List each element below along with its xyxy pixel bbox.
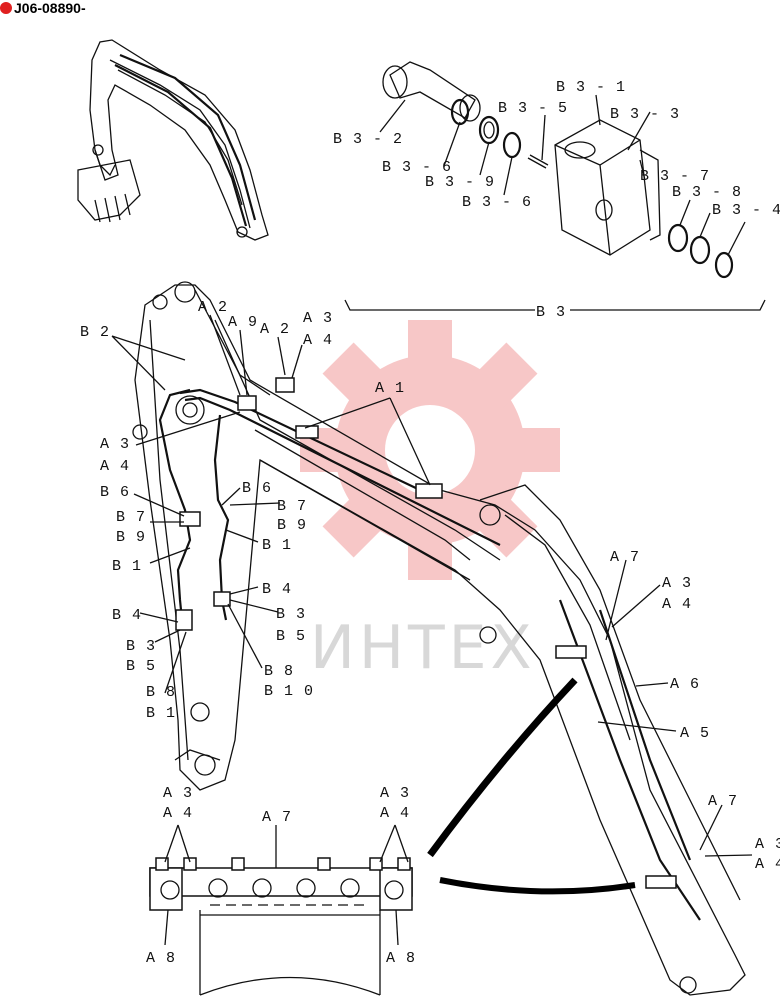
diagram-code-text: J06-08890- <box>14 0 86 16</box>
label-a5: A 5 <box>680 725 710 742</box>
label-b1b: B 1 <box>262 537 292 554</box>
arm-boom <box>132 281 746 996</box>
watermark-gear-icon <box>300 320 560 580</box>
label-b10a: B 1 <box>146 705 176 722</box>
label-a8b: A 8 <box>386 950 416 967</box>
leader-lines <box>111 94 753 946</box>
label-b7a: B 7 <box>116 509 146 526</box>
excavator-overview <box>77 39 269 241</box>
label-a7b: A 7 <box>708 793 738 810</box>
label-b3-6b: B 3 - 6 <box>462 194 532 211</box>
red-seal-icon <box>0 2 12 14</box>
label-a4c: A 4 <box>662 596 692 613</box>
swivel-joint-assembly <box>382 61 734 279</box>
diagram-code: J06-08890- <box>0 0 86 16</box>
label-b3a: B 3 <box>126 638 156 655</box>
clamp-detail <box>149 857 413 996</box>
label-b3-6a: B 3 - 6 <box>382 159 452 176</box>
label-b10b: B 1 0 <box>264 683 314 700</box>
label-b5b: B 5 <box>276 628 306 645</box>
label-a3e: A 3 <box>163 785 193 802</box>
label-b3-9: B 3 - 9 <box>425 174 495 191</box>
label-b9b: B 9 <box>277 517 307 534</box>
label-b3: B 3 <box>536 304 566 321</box>
label-a6: A 6 <box>670 676 700 693</box>
label-b1a: B 1 <box>112 558 142 575</box>
label-a3b: A 3 <box>100 436 130 453</box>
label-a8a: A 8 <box>146 950 176 967</box>
label-b3-2: B 3 - 2 <box>333 131 403 148</box>
detail-pointer <box>427 677 578 858</box>
label-a2a: A 2 <box>198 299 228 316</box>
label-b3-1: B 3 - 1 <box>556 79 626 96</box>
label-b5a: B 5 <box>126 658 156 675</box>
label-a4e: A 4 <box>163 805 193 822</box>
label-a4d: A 4 <box>755 856 780 873</box>
label-a4a: A 4 <box>303 332 333 349</box>
label-b6a: B 6 <box>100 484 130 501</box>
hydraulic-hoses <box>158 377 701 921</box>
label-a7c: A 7 <box>262 809 292 826</box>
label-b4a: B 4 <box>112 607 142 624</box>
label-b2: B 2 <box>80 324 110 341</box>
detail-pointer <box>439 877 636 895</box>
watermark-text: ИНТЕХ <box>310 613 536 683</box>
label-a3a: A 3 <box>303 310 333 327</box>
label-b6b: B 6 <box>242 480 272 497</box>
b3-bracket <box>344 299 766 311</box>
part-labels: B 3 - 1 B 3 - 5 B 3 - 3 B 3 - 2 B 3 - 6 … <box>80 79 780 967</box>
label-b3b: B 3 <box>276 606 306 623</box>
label-a4b: A 4 <box>100 458 130 475</box>
label-a3f: A 3 <box>380 785 410 802</box>
label-b3-5: B 3 - 5 <box>498 100 568 117</box>
label-b8b: B 8 <box>264 663 294 680</box>
label-a1: A 1 <box>375 380 405 397</box>
label-b3-7: B 3 - 7 <box>640 168 710 185</box>
label-b3-8: B 3 - 8 <box>672 184 742 201</box>
label-b3-3: B 3 - 3 <box>610 106 680 123</box>
label-a3d: A 3 <box>755 836 780 853</box>
label-b7b: B 7 <box>277 498 307 515</box>
label-b8a: B 8 <box>146 684 176 701</box>
label-b9a: B 9 <box>116 529 146 546</box>
label-a7a: A 7 <box>610 549 640 566</box>
label-a3c: A 3 <box>662 575 692 592</box>
label-b4b: B 4 <box>262 581 292 598</box>
label-a2b: A 2 <box>260 321 290 338</box>
label-a9: A 9 <box>228 314 258 331</box>
label-a4f: A 4 <box>380 805 410 822</box>
label-b3-4: B 3 - 4 <box>712 202 780 219</box>
